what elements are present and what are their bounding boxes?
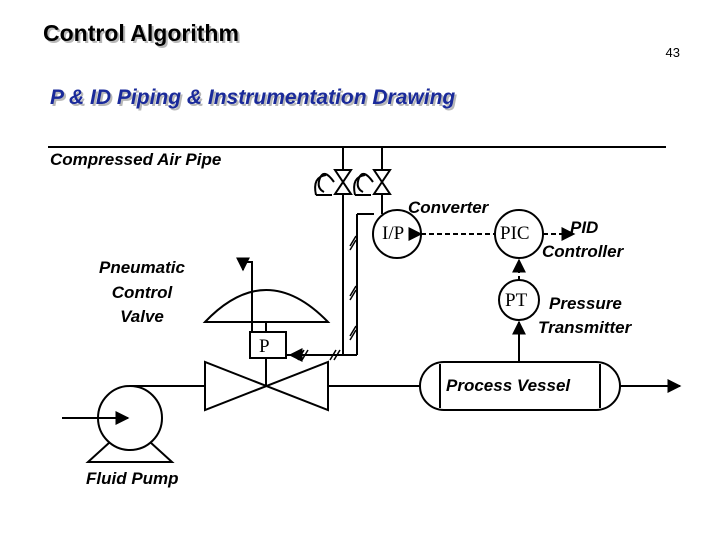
pic-tag: PIC [500, 223, 530, 244]
fluid-pump-base [85, 441, 175, 463]
slide-title: Control Algorithm [43, 20, 239, 46]
pneumatic-valve-label-line1: Pneumatic [99, 258, 185, 277]
ip-tag: I/P [382, 223, 405, 244]
positioner-tag: P [259, 336, 270, 357]
pid-label-line1: PID [570, 218, 599, 237]
slide-subtitle: P & ID Piping & Instrumentation Drawing [50, 86, 456, 109]
process-vessel-label: Process Vessel [446, 376, 571, 395]
fluid-pump-label: Fluid Pump [86, 469, 179, 488]
hand-valve-1 [317, 169, 353, 195]
hand-valve-2 [356, 169, 392, 195]
pneumatic-valve-label-line2: Control [111, 283, 173, 302]
page-number: 43 [665, 45, 680, 60]
pid-label-line2: Controller [542, 242, 624, 261]
compressed-air-pipe-label: Compressed Air Pipe [50, 150, 222, 169]
converter-label: Converter [408, 198, 489, 217]
positioner-box [249, 331, 287, 359]
pressure-label-line2: Transmitter [538, 318, 632, 337]
pressure-label-line1: Pressure [549, 294, 622, 313]
hand-valve-wheel-1 [314, 174, 332, 196]
hand-valve-wheel-2 [353, 174, 371, 196]
pt-tag: PT [505, 290, 528, 311]
pneumatic-valve-label-line3: Valve [120, 307, 164, 326]
pneumatic-actuator-dome [202, 289, 331, 323]
pneumatic-hash-marks [297, 235, 357, 361]
